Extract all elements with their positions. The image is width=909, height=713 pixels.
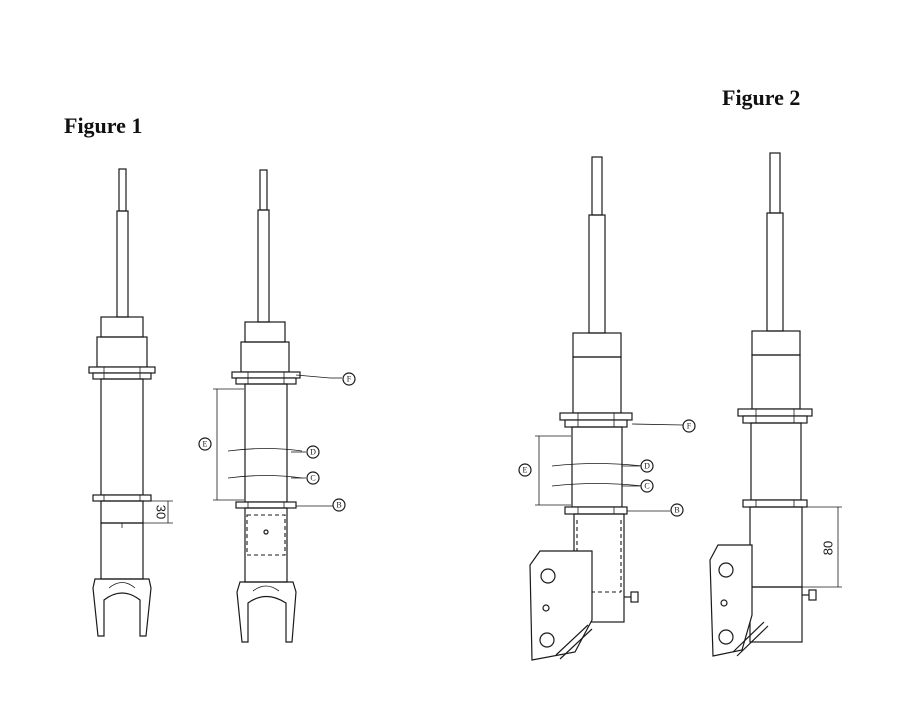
fig2-callout-f-label: F [687,422,692,431]
fig2-callout-b [670,503,684,517]
fig1-callout-d [306,445,320,459]
fig1-callout-b [332,498,346,512]
fig1-callout-c-label: C [310,474,315,483]
fig1-callout-e [198,437,212,451]
fig1-callout-c [306,471,320,485]
fig2-callout-c [640,479,654,493]
fig1-callout-e-label: E [203,440,208,449]
fig1-callout-d-label: D [310,448,316,457]
fig1-callout-f [342,372,356,386]
fig2-right-strut [709,152,842,657]
fig2-callout-e-label: E [523,466,528,475]
fig1-left-strut [88,168,173,637]
fig1-right-strut [198,169,356,643]
fig2-callout-f [682,419,696,433]
fig2-callout-e [518,463,532,477]
fig2-callout-d-label: D [644,462,650,471]
fig2-callout-d [640,459,654,473]
fig2-callout-b-label: B [674,506,679,515]
fig1-dimension-label: 30 [154,505,169,519]
fig1-callout-f-label: F [347,375,352,384]
figure-2-title: Figure 2 [722,85,801,110]
fig2-left-strut [518,156,696,661]
figure-1-title: Figure 1 [64,113,143,138]
fig1-callout-b-label: B [336,501,341,510]
fig2-callout-c-label: C [644,482,649,491]
fig2-dimension-label: 80 [820,541,835,555]
